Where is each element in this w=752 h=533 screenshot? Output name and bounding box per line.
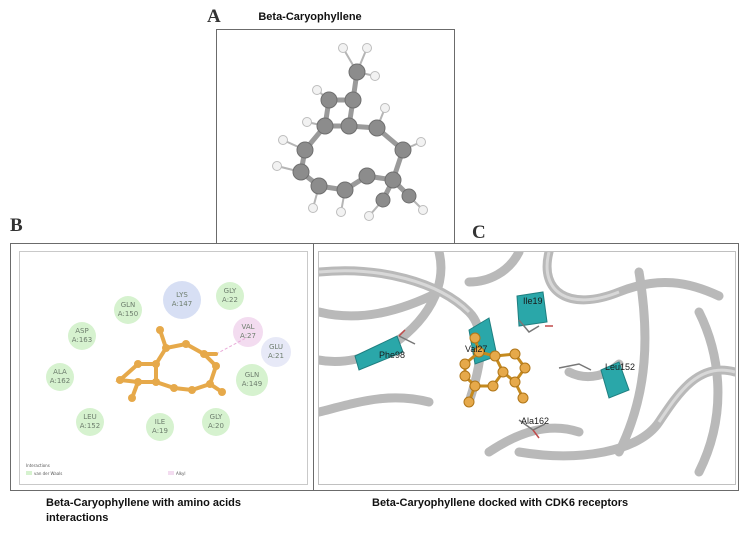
residue-disc-glu21 (261, 337, 291, 367)
panel-c-frame: Ile19 Phe98 Val27 Leu152 Ala162 (313, 243, 739, 491)
residue-disc-lys147 (163, 281, 201, 319)
panel-b-caption-line1: Beta-Caryophyllene with amino acids (46, 497, 241, 509)
panel-b-frame: LYS A:147 GLY A:22 GLN A:150 VAL A:27 AS… (10, 243, 315, 491)
residue-disc-ala162 (46, 363, 74, 391)
residue-num-glu21: A:21 (268, 352, 284, 360)
residue-num-asp163: A:163 (72, 336, 92, 344)
residue-num-gly20: A:20 (208, 422, 224, 430)
panel-b-caption-line2: interactions (46, 512, 109, 524)
alkyl-interaction-line (215, 337, 247, 355)
panel-b-caption: Beta-Caryophyllene with amino acids inte… (46, 496, 316, 526)
residue-name-gly20: GLY (210, 413, 223, 421)
residue-disc-gly22 (216, 282, 244, 310)
panel-label-b: B (10, 215, 23, 236)
residue-disc-leu152 (76, 408, 104, 436)
legend-title: Interactions (26, 463, 50, 468)
residue-name-glu21: GLU (269, 343, 283, 351)
residue-disc-gln150 (114, 296, 142, 324)
residue-name-ala162: ALA (53, 368, 67, 376)
panel-a-title: Beta-Caryophyllene (258, 11, 362, 23)
panel-label-c: C (472, 222, 486, 243)
residue-label-leu152: Leu152 (605, 362, 635, 372)
residue-name-lys147: LYS (176, 291, 188, 299)
legend-alkyl-label: Alkyl (176, 471, 186, 476)
residue-disc-asp163 (68, 322, 96, 350)
interaction-diagram: LYS A:147 GLY A:22 GLN A:150 VAL A:27 AS… (19, 251, 308, 485)
residue-label-val27: Val27 (465, 344, 487, 354)
molecule-3d-model (272, 43, 428, 221)
residue-num-ile19: A:19 (152, 427, 168, 435)
legend-alkyl-swatch (168, 471, 174, 475)
residue-name-gly22: GLY (224, 287, 237, 295)
residue-num-gln150: A:150 (118, 310, 138, 318)
residue-disc-gln149 (236, 364, 268, 396)
residue-disc-gly20 (202, 408, 230, 436)
residue-name-leu152: LEU (83, 413, 96, 421)
panel-a-frame (216, 29, 455, 247)
residue-num-gln149: A:149 (242, 380, 262, 388)
residue-name-val27: VAL (241, 323, 254, 331)
residue-num-gly22: A:22 (222, 296, 238, 304)
helix-segment (354, 335, 404, 371)
residue-label-phe98: Phe98 (379, 350, 405, 360)
helix-segment (516, 291, 548, 327)
residue-num-lys147: A:147 (172, 300, 192, 308)
residue-num-leu152: A:152 (80, 422, 100, 430)
residue-num-val27: A:27 (240, 332, 256, 340)
residue-disc-ile19 (146, 413, 174, 441)
residue-name-gln149: GLN (245, 371, 260, 379)
panel-c-caption: Beta-Caryophyllene docked with CDK6 rece… (372, 497, 629, 509)
helix-segment (600, 361, 630, 399)
protein-ribbon-render: Ile19 Phe98 Val27 Leu152 Ala162 (319, 252, 735, 484)
legend-vdw-label: van der Waals (34, 471, 62, 476)
residue-name-ile19: ILE (155, 418, 165, 426)
legend-vdw-swatch (26, 471, 32, 475)
residue-name-asp163: ASP (75, 327, 88, 335)
residue-disc-val27 (233, 317, 263, 347)
residue-label-ile19: Ile19 (523, 296, 543, 306)
docking-view: Ile19 Phe98 Val27 Leu152 Ala162 (318, 251, 736, 485)
residue-label-ala162: Ala162 (521, 416, 549, 426)
residue-name-gln150: GLN (121, 301, 136, 309)
panel-label-a: A (207, 6, 221, 27)
residue-num-ala162: A:162 (50, 377, 70, 385)
